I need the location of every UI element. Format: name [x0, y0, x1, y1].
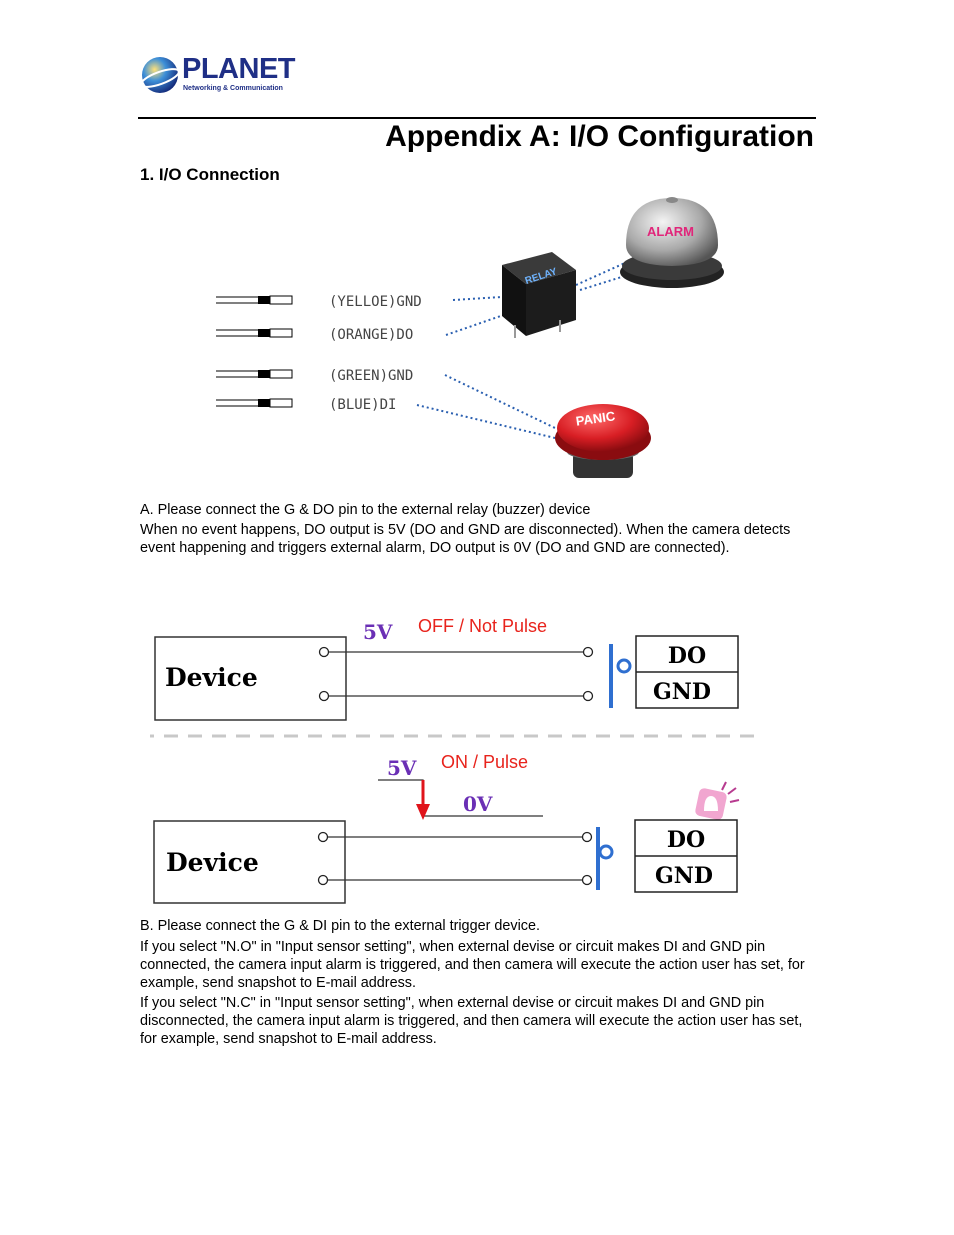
alarm-label: ALARM — [647, 224, 694, 239]
panic-label: PANIC — [575, 408, 617, 428]
gnd-label-top: GND — [653, 679, 711, 705]
wire-label-blue-di: (BLUE)DI — [329, 397, 396, 413]
voltage-5v-bottom: 5V — [387, 756, 417, 780]
logo-tagline: Networking & Communication — [183, 85, 283, 92]
para-b-nc: If you select "N.C" in "Input sensor set… — [140, 995, 803, 1047]
state-off-label: OFF / Not Pulse — [418, 616, 547, 636]
wire-1 — [216, 295, 293, 305]
wire-3 — [216, 369, 293, 379]
para-b-title: B. Please connect the G & DI pin to the … — [140, 918, 540, 934]
page-title: Appendix A: I/O Configuration — [385, 120, 814, 153]
wire-label-orange-do: (ORANGE)DO — [329, 327, 413, 343]
logo-wordmark: PLANET — [182, 53, 296, 85]
wire-2 — [216, 328, 293, 338]
wire-label-green-gnd: (GREEN)GND — [329, 368, 413, 384]
device-label-top: Device — [165, 663, 258, 692]
device-box-bottom — [153, 820, 346, 904]
planet-logo-globe-icon — [140, 57, 180, 93]
para-b-no: If you select "N.O" in "Input sensor set… — [140, 939, 805, 991]
device-box-top — [154, 636, 347, 721]
relay-icon: RELAY — [502, 252, 576, 338]
para-a-title: A. Please connect the G & DO pin to the … — [140, 502, 591, 518]
voltage-0v: 0V — [463, 792, 493, 816]
gnd-label-bottom: GND — [655, 863, 713, 889]
voltage-5v-top: 5V — [363, 620, 393, 644]
arrow-down-icon — [416, 804, 430, 820]
section-heading: 1. I/O Connection — [140, 165, 280, 184]
alarm-bell-icon-small — [695, 781, 740, 820]
para-a-body: When no event happens, DO output is 5V (… — [140, 522, 791, 556]
wire-label-yellow-gnd: (YELLOE)GND — [329, 294, 422, 310]
io-wiring-diagram: (YELLOE)GND (ORANGE)DO (GREEN)GND (BLUE)… — [216, 197, 724, 478]
device-label-bottom: Device — [166, 848, 259, 877]
panic-button-icon: PANIC — [555, 404, 651, 478]
state-on-label: ON / Pulse — [441, 752, 528, 772]
alarm-bell-icon: ALARM — [620, 197, 724, 288]
do-label-bottom: DO — [667, 827, 705, 853]
wire-4 — [216, 398, 293, 408]
header-rule — [138, 117, 816, 119]
do-circuit-diagram: Device 5V OFF / Not Pulse DO GND 5V ON /… — [150, 616, 760, 904]
do-label-top: DO — [668, 643, 706, 669]
